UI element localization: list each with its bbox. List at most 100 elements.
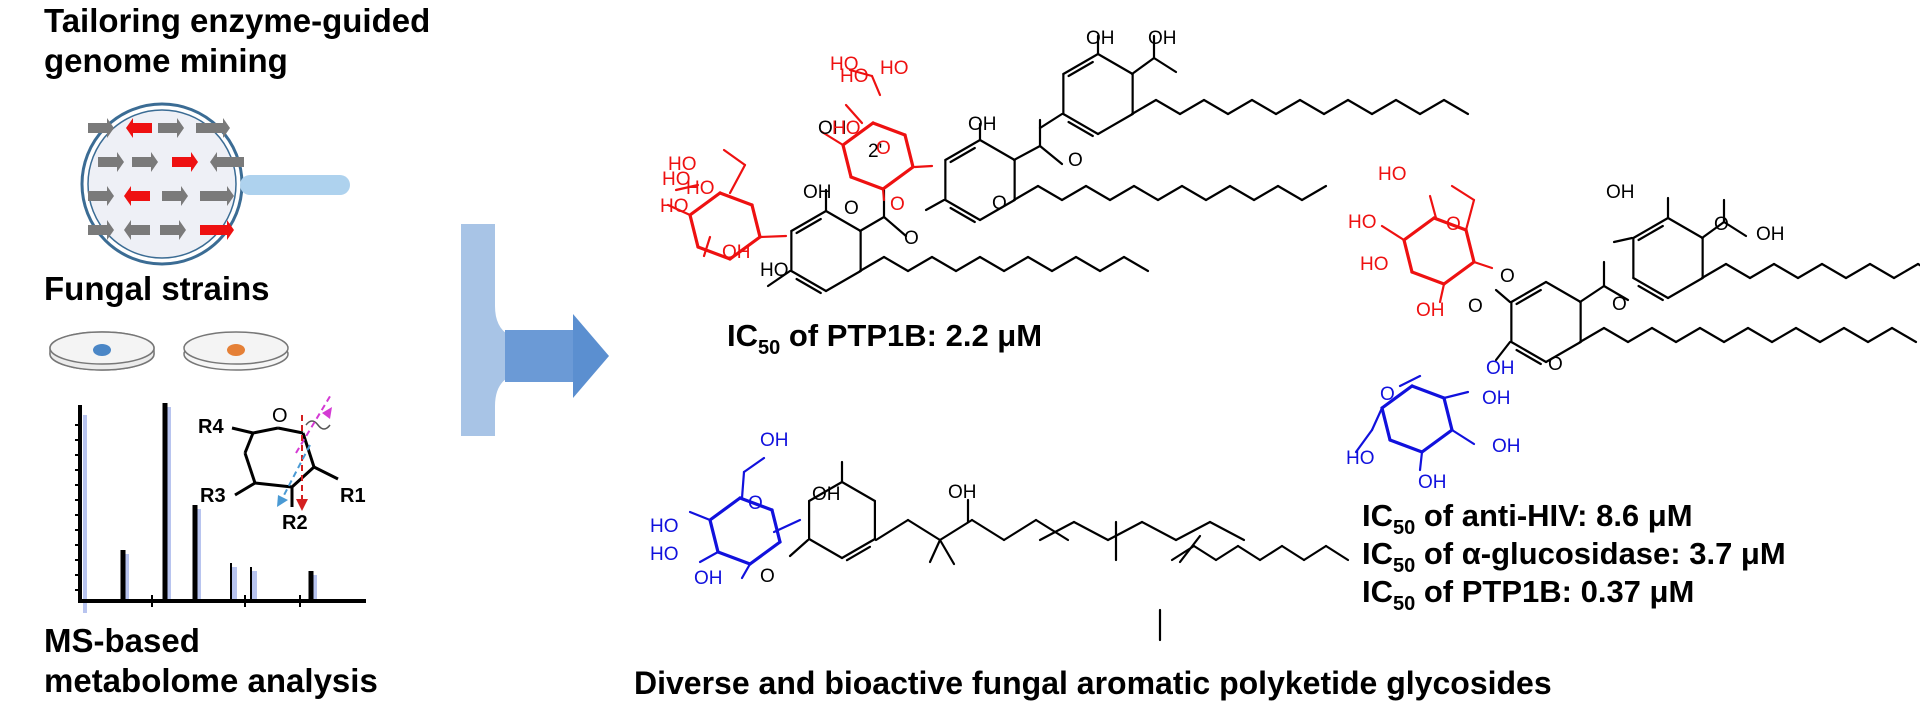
alkyl-chain [1034,518,1070,542]
atom-label: OH [722,242,751,263]
alkyl-chain [1252,184,1280,202]
alkyl-chain [1228,184,1256,202]
alkyl-chain [978,255,1006,273]
merge-arrow [461,224,609,436]
bond [1450,184,1476,202]
atom-label: HO [760,260,789,281]
alkyl-chain [1772,262,1800,280]
alkyl-chain [1174,520,1212,542]
alkyl-chain [1002,255,1030,273]
sugar-ring-bond [841,121,875,147]
sugar-ring-bond [688,213,700,249]
bond [870,74,882,97]
title-line-1: Tailoring enzyme-guided [44,2,431,39]
alkyl-chain [1084,184,1112,202]
double-bond [1515,288,1542,306]
compound-1-structure [666,34,1470,295]
alkyl-chain [1578,326,1606,344]
sugar-ring-bond [750,203,762,239]
peak-shadow [311,575,317,603]
aromatic-bond [1666,276,1704,300]
double-bond [949,206,976,224]
pyrone-bond [807,480,844,503]
sugar-ring-bond [1410,270,1446,286]
gene-arrow-gray [124,220,150,240]
alkyl-chain [1106,520,1144,542]
aromatic-bond [1062,52,1100,76]
sugar-ring-bond [1442,260,1476,286]
alkyl-chain [1650,326,1678,344]
bond [702,235,712,258]
atom-label: O [1380,384,1395,405]
alkyl-chain [1700,262,1728,280]
ms-peak [230,563,232,601]
bond [1438,282,1446,304]
atom-label: OH [803,182,832,203]
atom-label: O [1500,266,1515,287]
double-bond [1515,348,1542,366]
atom-label: OH [818,118,847,139]
atom-label: HO [686,178,715,199]
sugar-ring-bond [688,191,722,217]
compound-2-ic50-anti-hiv: IC50 of anti-HIV: 8.6 μM [1362,498,1693,539]
alkyl-chain [1842,326,1870,344]
bond [820,130,845,147]
alkyl-chain [954,255,982,273]
compound-1-ic50: IC50 of PTP1B: 2.2 μM [727,318,1043,359]
alkyl-chain [1036,184,1064,202]
alkyl-chain [1698,326,1726,344]
compound-2-ic50-glucosidase: IC50 of α-glucosidase: 3.7 μM [1362,536,1786,577]
r3-label: R3 [200,485,226,507]
bond [722,148,747,167]
alkyl-chain [882,255,910,273]
ms-peak [250,567,252,601]
petri-dish-orange [183,331,289,371]
sugar-ring-bond [748,540,782,566]
bond [1464,198,1476,232]
alkyl-chain [1890,326,1918,344]
alkyl-chain [1026,255,1054,273]
sugar-ring-bond [1388,438,1424,454]
alkyl-chain [1202,98,1230,116]
bond [1380,224,1406,242]
gene-arrow-red [124,186,150,206]
alkyl-chain [874,518,910,542]
alkyl-chain [1178,98,1206,116]
bond [766,269,792,288]
gene-cluster [88,118,244,240]
bond [1612,236,1634,244]
aromatic-bond [978,138,1016,162]
alkyl-chain [1130,98,1158,116]
bond [928,538,942,564]
atom-label: O [1714,214,1729,235]
atom-label: HO [1360,254,1389,275]
sugar-ring-bond [1420,428,1454,454]
alkyl-chain [1098,255,1126,273]
atom-label: O [1612,294,1627,315]
gene-arrow-gray [210,152,244,172]
atom-label: O [748,493,763,514]
double-bond [1067,60,1094,78]
atom-label: O [992,193,1007,214]
bond [1602,284,1630,302]
alkyl-chain [1370,98,1398,116]
fungal-strains-label: Fungal strains [44,270,270,307]
alkyl-chain [1298,98,1326,116]
bond [742,456,766,474]
alkyl-chain [1322,98,1350,116]
ms-label-line-2: metabolome analysis [44,662,378,699]
bond [913,164,934,169]
alkyl-chain [1274,98,1302,116]
alkyl-chain [1418,98,1446,116]
aromatic-bond [1096,112,1134,136]
aromatic-bond [824,269,862,293]
bond [1450,428,1476,446]
bond [924,198,946,212]
bond [740,562,752,580]
bond [1472,260,1494,270]
merge-arrow-head [573,314,609,398]
bond [858,215,886,233]
alkyl-chain [1794,326,1822,344]
double-bond [1637,284,1664,302]
atom-label: O [1468,296,1483,317]
